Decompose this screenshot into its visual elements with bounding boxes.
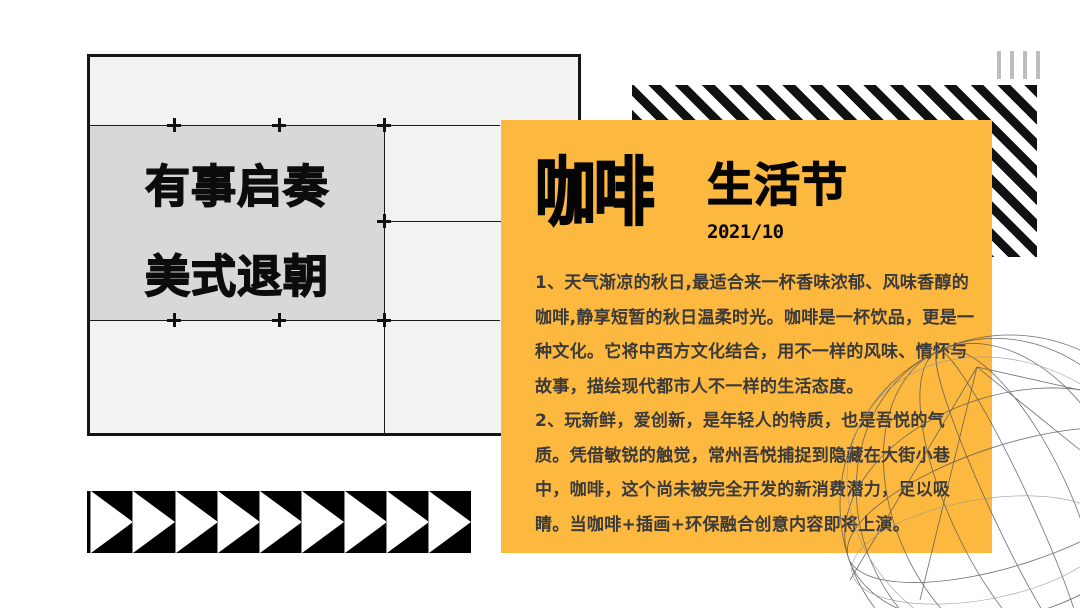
triangle-right-icon [301,491,345,553]
triangle-right-icon [386,491,430,553]
card-title-coffee: 咖啡 [534,150,655,236]
title-panel [90,125,384,320]
triangle-right-icon [90,491,133,553]
bar [997,51,1001,79]
plus-marker-icon [377,118,391,132]
card-date: 2021/10 [707,221,784,243]
grid-line-top [90,125,500,126]
triangle-right-icon [216,491,260,553]
triangle-right-icon [132,491,176,553]
plus-marker-icon [167,313,181,327]
triangle-right-icon [259,491,303,553]
paragraph-1: 1、天气渐凉的秋日,最适合来一杯香味浓郁、风味香醇的咖啡,静享短暂的秋日温柔时光… [535,273,975,397]
left-title-line2: 美式退朝 [144,249,329,304]
plus-marker-icon [272,118,286,132]
card-title-festival: 生活节 [706,158,848,212]
bar [1036,51,1040,79]
triangle-right-icon [174,491,218,553]
bar [1023,51,1027,79]
bar [1010,51,1014,79]
paragraph-2: 2、玩新鲜，爱创新，是年轻人的特质，也是吾悦的气质。凭借敏锐的触觉，常州吾悦捕捉… [535,411,951,535]
grid-line-vertical [384,125,385,433]
plus-marker-icon [377,313,391,327]
triangle-right-icon [343,491,387,553]
grid-line-mid [384,221,501,222]
plus-marker-icon [167,118,181,132]
grid-line-bottom [90,320,500,321]
triangle-right-icon [428,491,472,553]
plus-marker-icon [272,313,286,327]
chevron-band [87,491,472,553]
plus-marker-icon [377,214,391,228]
vertical-bars-icon [997,51,1040,79]
left-title-line1: 有事启奏 [144,159,329,214]
